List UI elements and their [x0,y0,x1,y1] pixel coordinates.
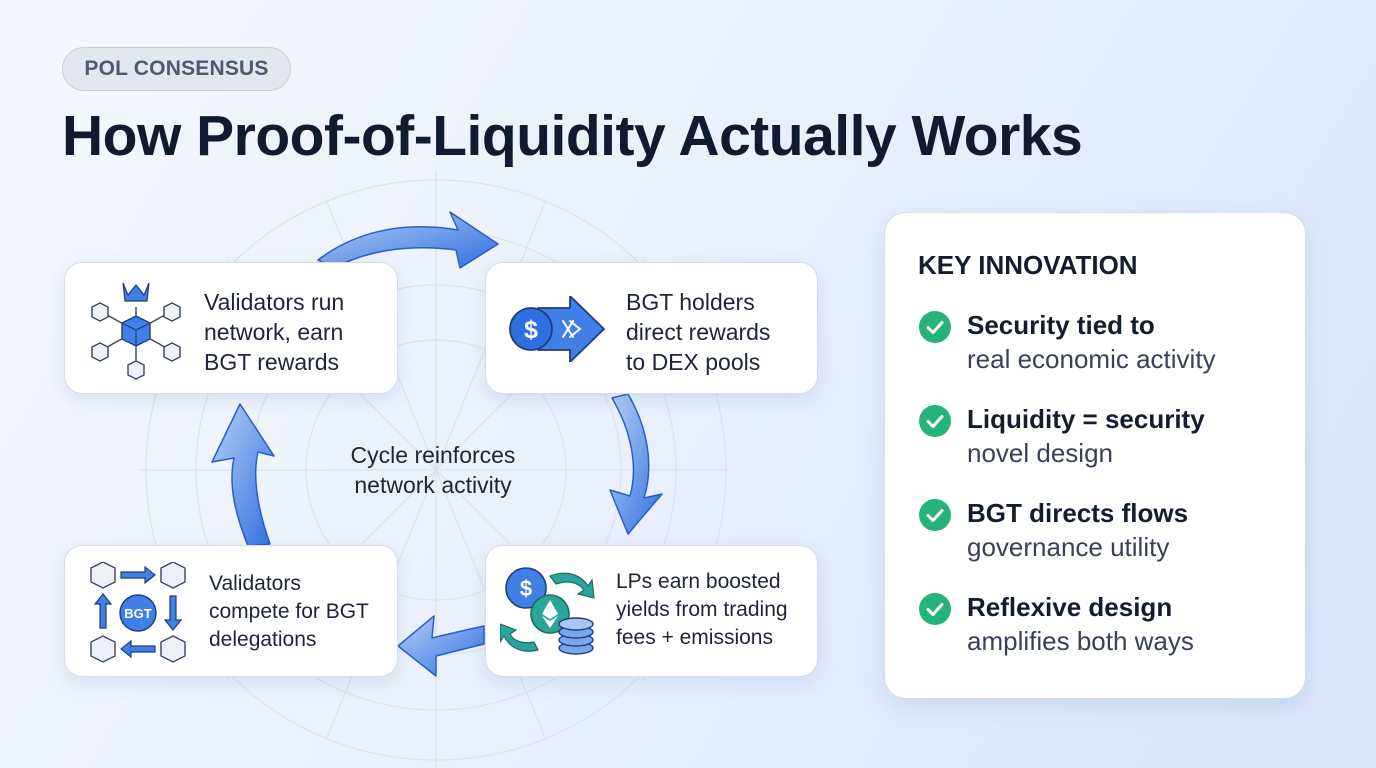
svg-text:$: $ [524,316,538,344]
benefit-subtext: governance utility [967,532,1170,562]
dollar-arrow-icon: $ [509,296,605,362]
bgt-badge-label: BGT [124,606,152,621]
cycle-step-bgt-holders: $ BGT holders direct rewards to DEX pool… [485,262,818,394]
check-circle-icon [919,593,951,625]
check-circle-icon [919,405,951,437]
step-text: LPs earn boosted yields from trading fee… [616,570,788,649]
step-text: Validators run network, earn BGT rewards [204,289,345,375]
benefit-subtext: real economic activity [967,344,1216,374]
check-circle-icon [919,499,951,531]
benefit-subtext: amplifies both ways [967,626,1194,656]
check-circle-icon [919,311,951,343]
step-text: Validators compete for BGT delegations [209,572,369,651]
bgt-delegation-icon: BGT [90,562,186,663]
benefit-subtext: novel design [967,438,1113,468]
benefit-heading: BGT directs flows [967,498,1189,528]
arrow-right [609,393,663,535]
benefit-heading: Liquidity = security [967,404,1205,434]
section-tag: POL CONSENSUS [62,47,291,91]
cycle-step-lps-earn: $ LPs earn boosted yields from trading f… [485,545,818,677]
step-text: BGT holders direct rewards to DEX pools [626,289,771,375]
cycle-step-validators-run: Validators run network, earn BGT rewards [64,262,398,394]
cycle-step-validators-compete: BGT Validators compete for BGT delegatio… [64,545,398,677]
benefit-heading: Security tied to [967,310,1155,340]
key-innovation-panel: KEY INNOVATION Security tied to real eco… [884,212,1306,699]
arrow-left [211,403,275,547]
benefit-heading: Reflexive design [967,592,1173,622]
page-title: How Proof-of-Liquidity Actually Works [62,104,1083,168]
svg-text:$: $ [520,576,532,601]
panel-title: KEY INNOVATION [918,250,1138,280]
validator-network-icon [91,282,181,380]
arrow-top [317,211,499,269]
cycle-center-label: Cycle reinforces network activity [350,442,516,498]
arrow-bottom [397,615,485,677]
coins-swap-icon: $ [500,567,595,655]
